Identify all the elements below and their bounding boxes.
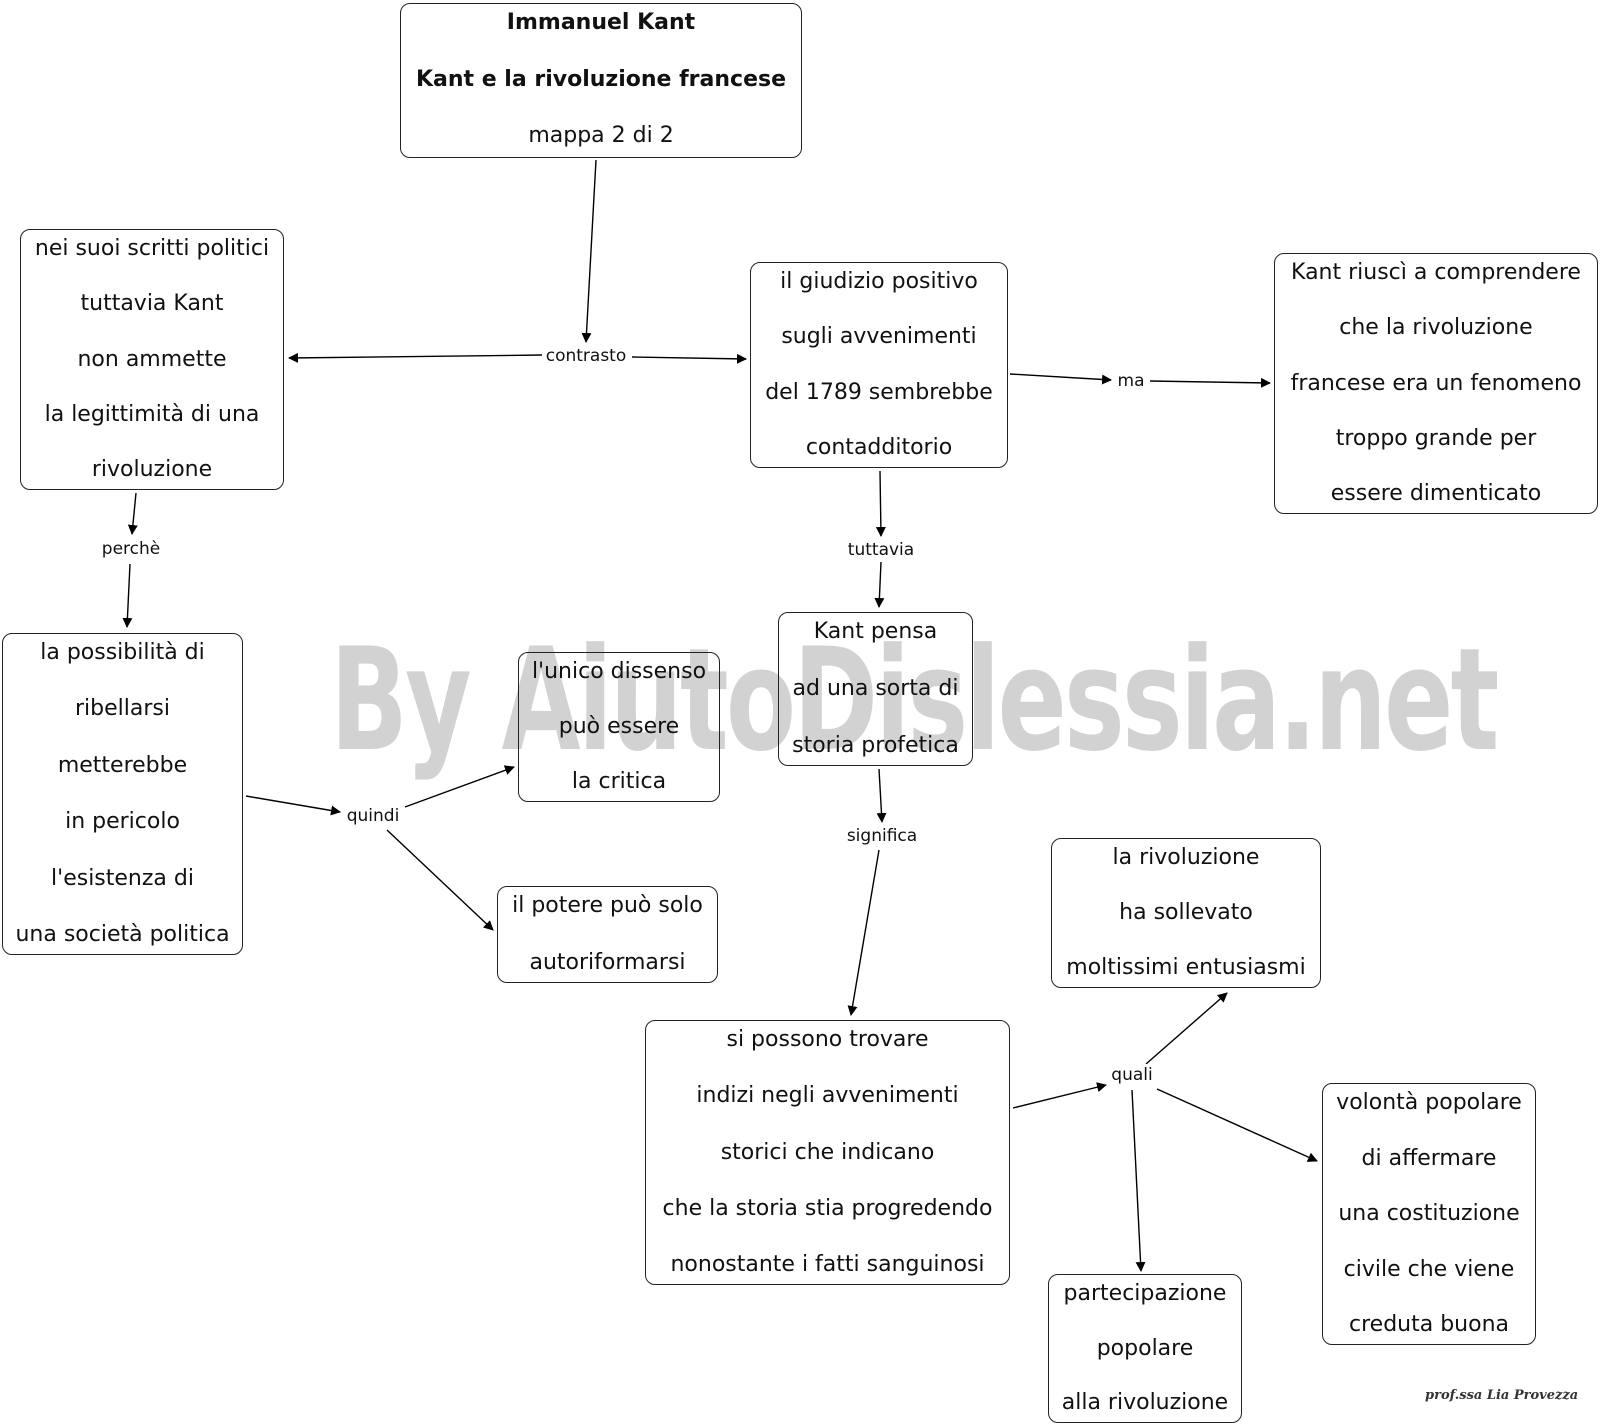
node-indizi-avvenimenti[interactable]: si possono trovare indizi negli avvenime… xyxy=(645,1020,1010,1285)
node-scritti-politici[interactable]: nei suoi scritti politici tuttavia Kant … xyxy=(20,229,284,490)
node-text: una società politica xyxy=(15,921,230,947)
node-text: l'unico dissenso xyxy=(531,659,707,684)
edge-significa-indizi xyxy=(847,849,880,1016)
node-text: può essere xyxy=(558,714,680,739)
edge-quali-partecipazione xyxy=(1131,1089,1146,1272)
edge-possibilita-quindi xyxy=(245,795,341,816)
node-text: sugli avvenimenti xyxy=(781,324,977,350)
link-label-perche: perchè xyxy=(98,538,164,560)
node-possibilita-ribellarsi[interactable]: la possibilità di ribellarsi metterebbe … xyxy=(2,633,243,955)
node-text: storia profetica xyxy=(792,733,959,758)
link-label-contrasto: contrasto xyxy=(542,345,630,367)
edge-quindi-potere xyxy=(386,829,494,931)
node-text: la rivoluzione xyxy=(1112,845,1260,870)
node-text: ha sollevato xyxy=(1119,900,1253,925)
edge-title-contrasto xyxy=(581,159,597,343)
edge-pensa-significa xyxy=(876,768,887,823)
node-text: autoriformarsi xyxy=(529,950,686,975)
node-text: ad una sorta di xyxy=(792,676,959,701)
node-text: nei suoi scritti politici xyxy=(34,236,270,261)
node-text: creduta buona xyxy=(1349,1312,1509,1337)
node-text: in pericolo xyxy=(65,809,180,835)
node-text: troppo grande per xyxy=(1335,425,1537,451)
node-text: del 1789 sembrebbe xyxy=(765,379,993,405)
node-text: francese era un fenomeno xyxy=(1290,370,1582,396)
node-text: popolare xyxy=(1096,1335,1194,1361)
node-text: metterebbe xyxy=(57,752,188,778)
edge-quali-sollevato xyxy=(1145,992,1228,1065)
node-text: di affermare xyxy=(1361,1145,1497,1171)
edge-tuttavia-pensa xyxy=(874,561,885,608)
edge-giudizio-tuttavia xyxy=(875,470,886,537)
node-text: rivoluzione xyxy=(91,457,213,482)
node-text: partecipazione xyxy=(1063,1281,1227,1306)
node-text: non ammette xyxy=(77,346,227,372)
node-text: volontà popolare xyxy=(1336,1090,1522,1115)
node-rivoluzione-entusiasmi[interactable]: la rivoluzione ha sollevato moltissimi e… xyxy=(1051,838,1321,988)
node-giudizio-positivo[interactable]: il giudizio positivo sugli avvenimenti d… xyxy=(750,262,1008,468)
node-text: che la storia stia progredendo xyxy=(662,1195,993,1221)
node-text: moltissimi entusiasmi xyxy=(1066,955,1306,980)
edge-quali-volonta xyxy=(1156,1088,1318,1162)
node-kant-comprendere[interactable]: Kant riuscì a comprendere che la rivoluz… xyxy=(1274,253,1598,514)
node-partecipazione-popolare[interactable]: partecipazione popolare alla rivoluzione xyxy=(1048,1274,1242,1423)
node-text: la legittimità di una xyxy=(44,401,260,427)
edge-quindi-dissenso xyxy=(404,765,515,808)
author-signature: prof.ssa Lia Provezza xyxy=(1425,1388,1579,1403)
link-label-significa: significa xyxy=(843,825,921,847)
edge-indizi-quali xyxy=(1012,1082,1107,1109)
node-text: ribellarsi xyxy=(75,696,170,722)
node-text: la possibilità di xyxy=(40,640,205,665)
node-text: Kant pensa xyxy=(813,619,938,644)
node-text: Kant riuscì a comprendere xyxy=(1291,260,1581,285)
node-text: l'esistenza di xyxy=(51,865,194,891)
node-text: il potere può solo xyxy=(512,893,703,918)
node-text: contadditorio xyxy=(805,434,953,460)
node-text: civile che viene xyxy=(1343,1256,1515,1282)
node-text: una costituzione xyxy=(1338,1201,1520,1226)
edge-ma-comprendere xyxy=(1149,377,1271,388)
edge-contrasto-giudizio xyxy=(631,353,747,364)
node-text: che la rivoluzione xyxy=(1339,315,1533,341)
node-text: indizi negli avvenimenti xyxy=(696,1083,959,1109)
title-line-3: mappa 2 di 2 xyxy=(528,123,674,148)
node-text: tuttavia Kant xyxy=(80,291,224,317)
node-text: essere dimenticato xyxy=(1330,481,1542,506)
node-text: storici che indicano xyxy=(720,1139,935,1165)
title-node[interactable]: Immanuel Kant Kant e la rivoluzione fran… xyxy=(400,3,802,158)
title-line-1: Immanuel Kant xyxy=(506,10,696,35)
node-unico-dissenso[interactable]: l'unico dissenso può essere la critica xyxy=(518,652,720,802)
edge-contrasto-scritti xyxy=(288,352,543,363)
node-text: alla rivoluzione xyxy=(1061,1390,1229,1415)
edge-giudizio-ma xyxy=(1009,373,1112,385)
node-volonta-popolare[interactable]: volontà popolare di affermare una costit… xyxy=(1322,1083,1536,1345)
edge-perche-possibilita xyxy=(122,563,133,628)
node-text: il giudizio positivo xyxy=(780,269,978,294)
link-label-quali: quali xyxy=(1108,1064,1156,1086)
title-line-2: Kant e la rivoluzione francese xyxy=(415,66,786,92)
link-label-ma: ma xyxy=(1114,370,1148,392)
node-kant-pensa[interactable]: Kant pensa ad una sorta di storia profet… xyxy=(778,612,973,766)
watermark-text: By AiutoDislessia.net xyxy=(330,618,1499,783)
link-label-quindi: quindi xyxy=(343,805,403,827)
node-potere-autoriformarsi[interactable]: il potere può solo autoriformarsi xyxy=(497,886,718,983)
node-text: la critica xyxy=(571,769,667,794)
node-text: si possono trovare xyxy=(726,1027,929,1052)
node-text: nonostante i fatti sanguinosi xyxy=(670,1252,985,1277)
link-label-tuttavia: tuttavia xyxy=(844,539,918,561)
edge-scritti-perche xyxy=(127,492,138,535)
